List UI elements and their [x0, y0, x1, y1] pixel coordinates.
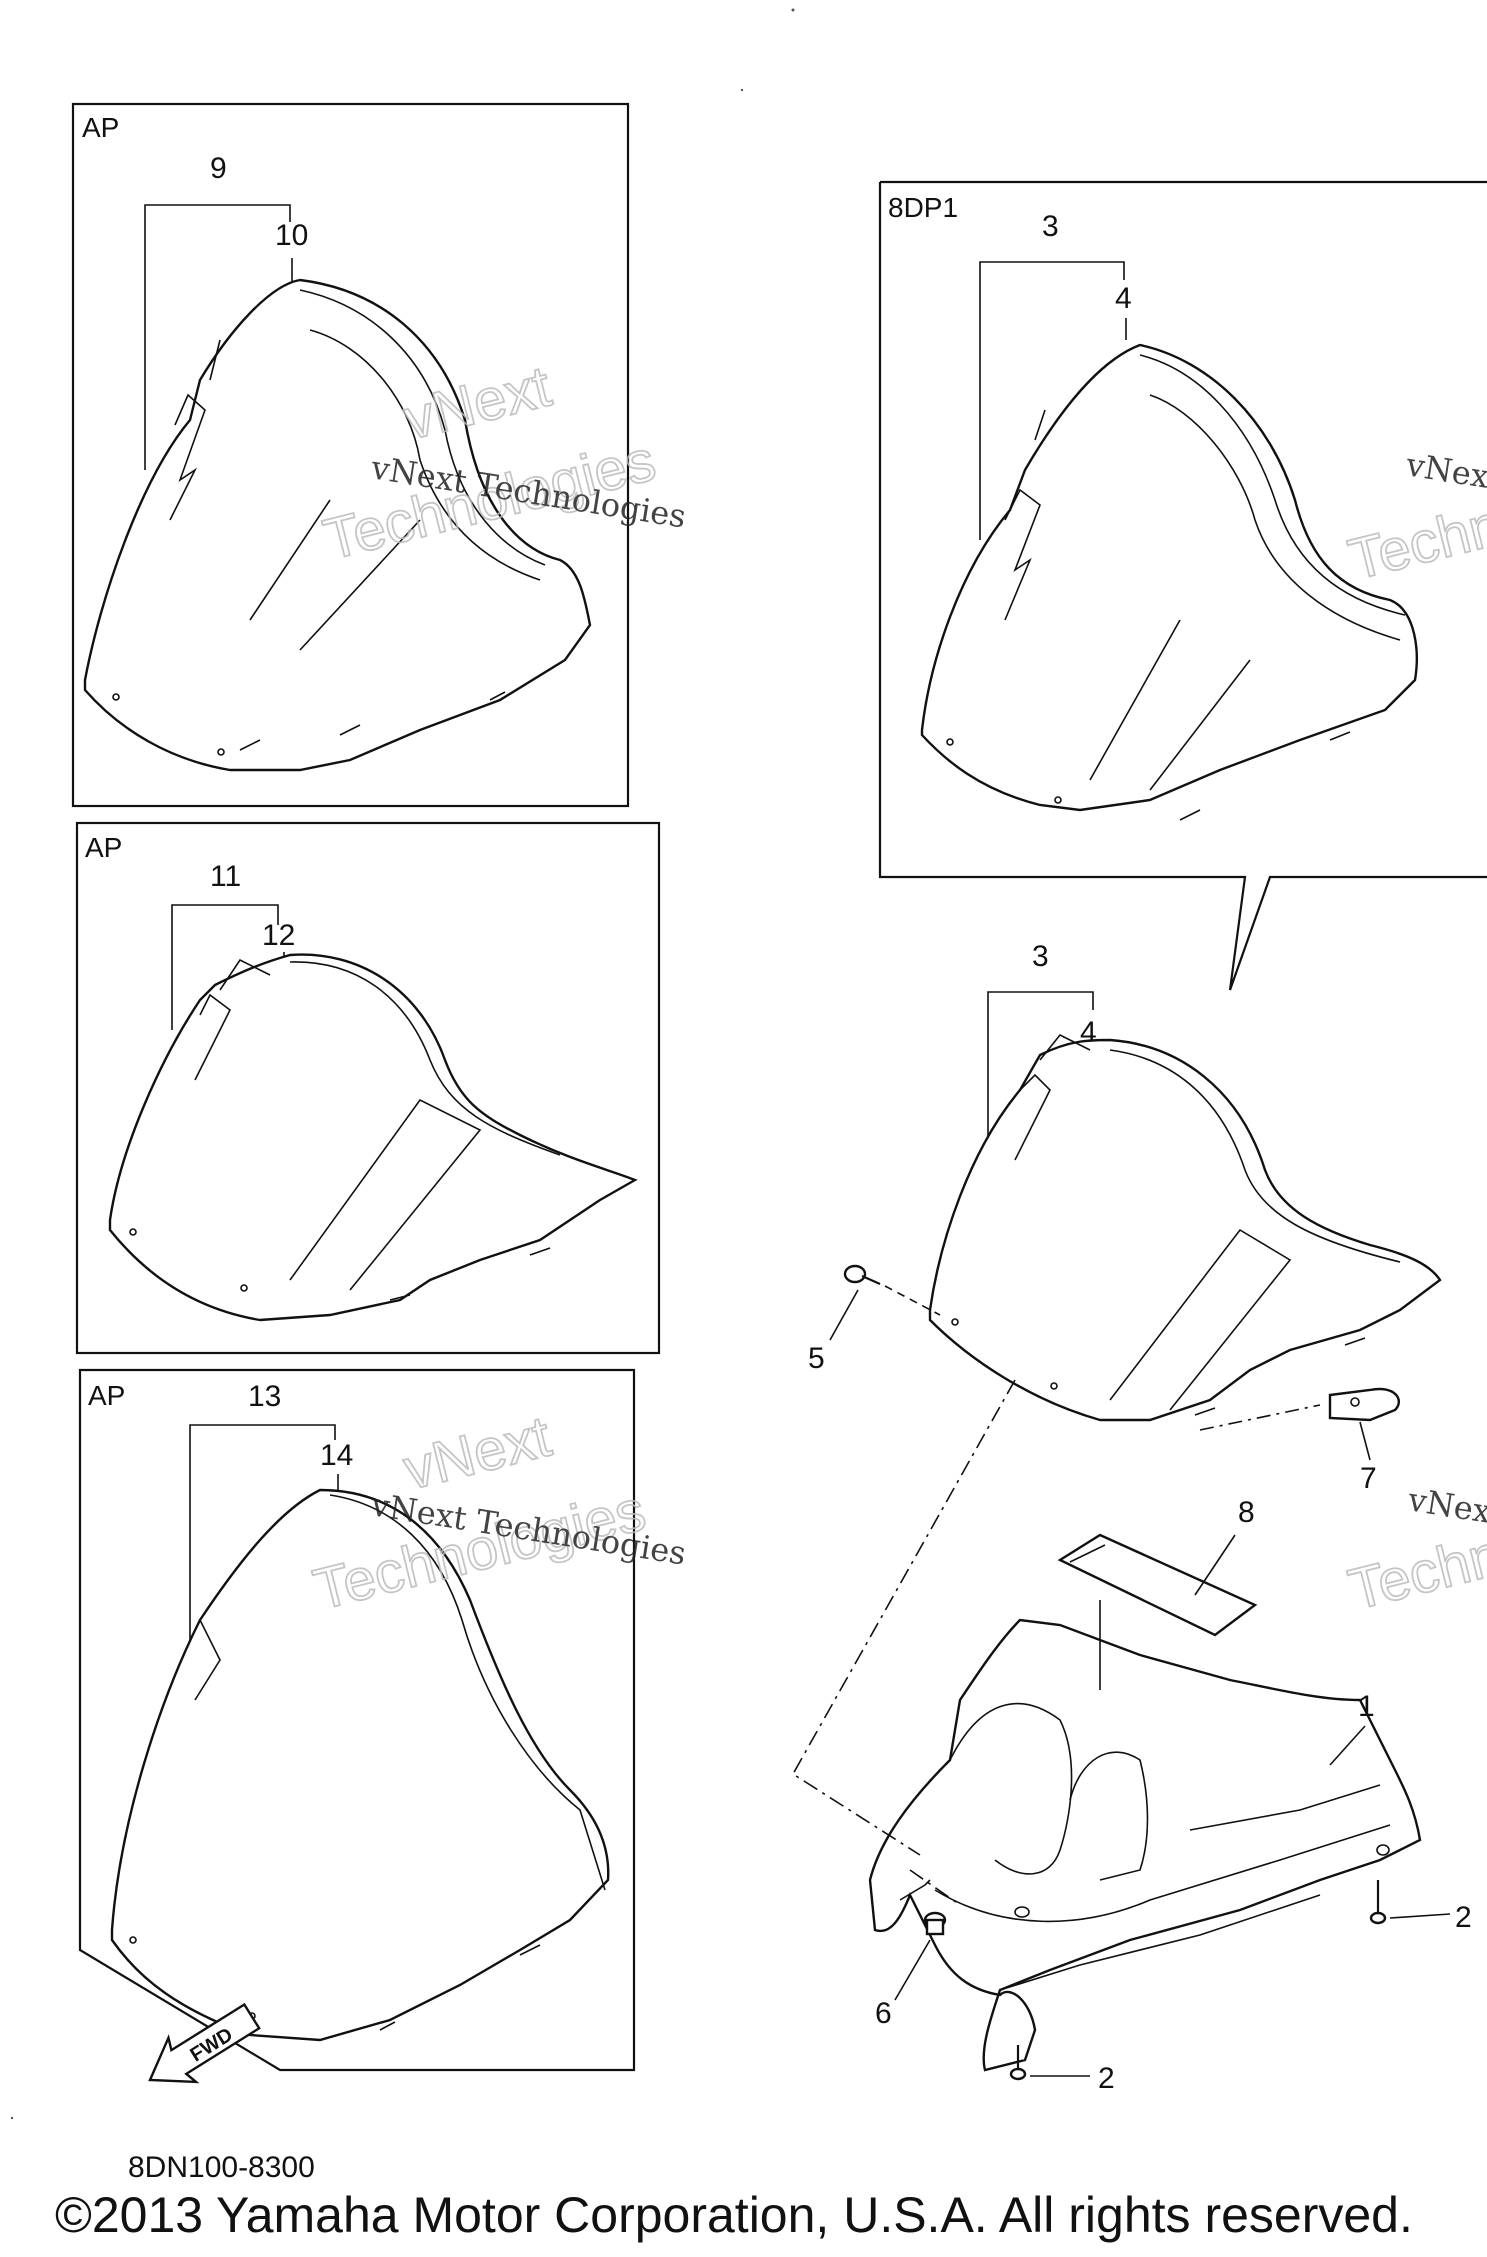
- variant-box-ap-2: AP 11 12: [75, 821, 661, 1355]
- cowling-part-1: 1: [868, 1600, 1422, 2072]
- callout-13: 13: [248, 1380, 281, 1413]
- svg-text:vNext: vNext: [397, 1404, 557, 1503]
- variant-box-8dp1: 8DP1 3 4: [878, 180, 1487, 991]
- box-code: AP: [88, 1380, 125, 1411]
- windshield-ap-1: [83, 278, 592, 772]
- bracket-part-7: 7: [1199, 1387, 1401, 1495]
- screw-part-5: 5: [808, 1264, 941, 1375]
- callout-3: 3: [1042, 210, 1059, 243]
- callout-7: 7: [1360, 1462, 1377, 1495]
- grommet-part-6: 6: [875, 1879, 947, 2030]
- box-code: 8DP1: [888, 192, 958, 223]
- box-code: AP: [85, 832, 122, 863]
- bolt-part-2-left: 2: [1009, 2045, 1115, 2095]
- variant-box-ap-3: AP 13 14: [78, 1368, 636, 2072]
- callout-5: 5: [808, 1342, 825, 1375]
- leader-bracket: [171, 904, 279, 1030]
- callout-2: 2: [1455, 1901, 1472, 1934]
- box-code: AP: [82, 112, 119, 143]
- fwd-arrow-icon: FWD: [148, 2002, 261, 2084]
- drawing-code: 8DN100-8300: [128, 2151, 315, 2184]
- leader-bracket: [987, 991, 1094, 1180]
- leader-bracket: [979, 261, 1125, 540]
- callout-3: 3: [1032, 940, 1049, 973]
- callout-10: 10: [275, 219, 308, 252]
- callout-11: 11: [210, 860, 241, 893]
- callout-2: 2: [1098, 2062, 1115, 2095]
- box-frame: [78, 1368, 636, 2072]
- callout-9: 9: [210, 152, 227, 185]
- callout-8: 8: [1238, 1496, 1255, 1529]
- callout-4: 4: [1115, 282, 1132, 315]
- variant-box-ap-1: AP 9 10: [71, 102, 630, 808]
- box-frame: [75, 821, 661, 1355]
- callout-14: 14: [320, 1439, 353, 1472]
- windshield-ap-2: [108, 953, 638, 1322]
- windshield-ap-3: [110, 1488, 610, 2042]
- leader-bracket: [144, 204, 291, 470]
- box-frame: [878, 180, 1487, 991]
- bolt-part-2-right: 2: [1369, 1880, 1472, 1934]
- copyright-notice: ©2013 Yamaha Motor Corporation, U.S.A. A…: [55, 2187, 1413, 2243]
- callout-6: 6: [875, 1997, 892, 2030]
- windshield-main: [928, 1033, 1442, 1422]
- mount-line: [909, 1869, 961, 1906]
- pad-part-8: 8: [1057, 1496, 1258, 1637]
- callout-12: 12: [262, 919, 295, 952]
- main-assembly: 3 4 5 7: [791, 940, 1472, 2095]
- box-frame: [71, 102, 630, 808]
- callout-1: 1: [1358, 1690, 1375, 1723]
- leader-bracket: [189, 1424, 336, 1640]
- windshield-8dp1: [920, 343, 1418, 821]
